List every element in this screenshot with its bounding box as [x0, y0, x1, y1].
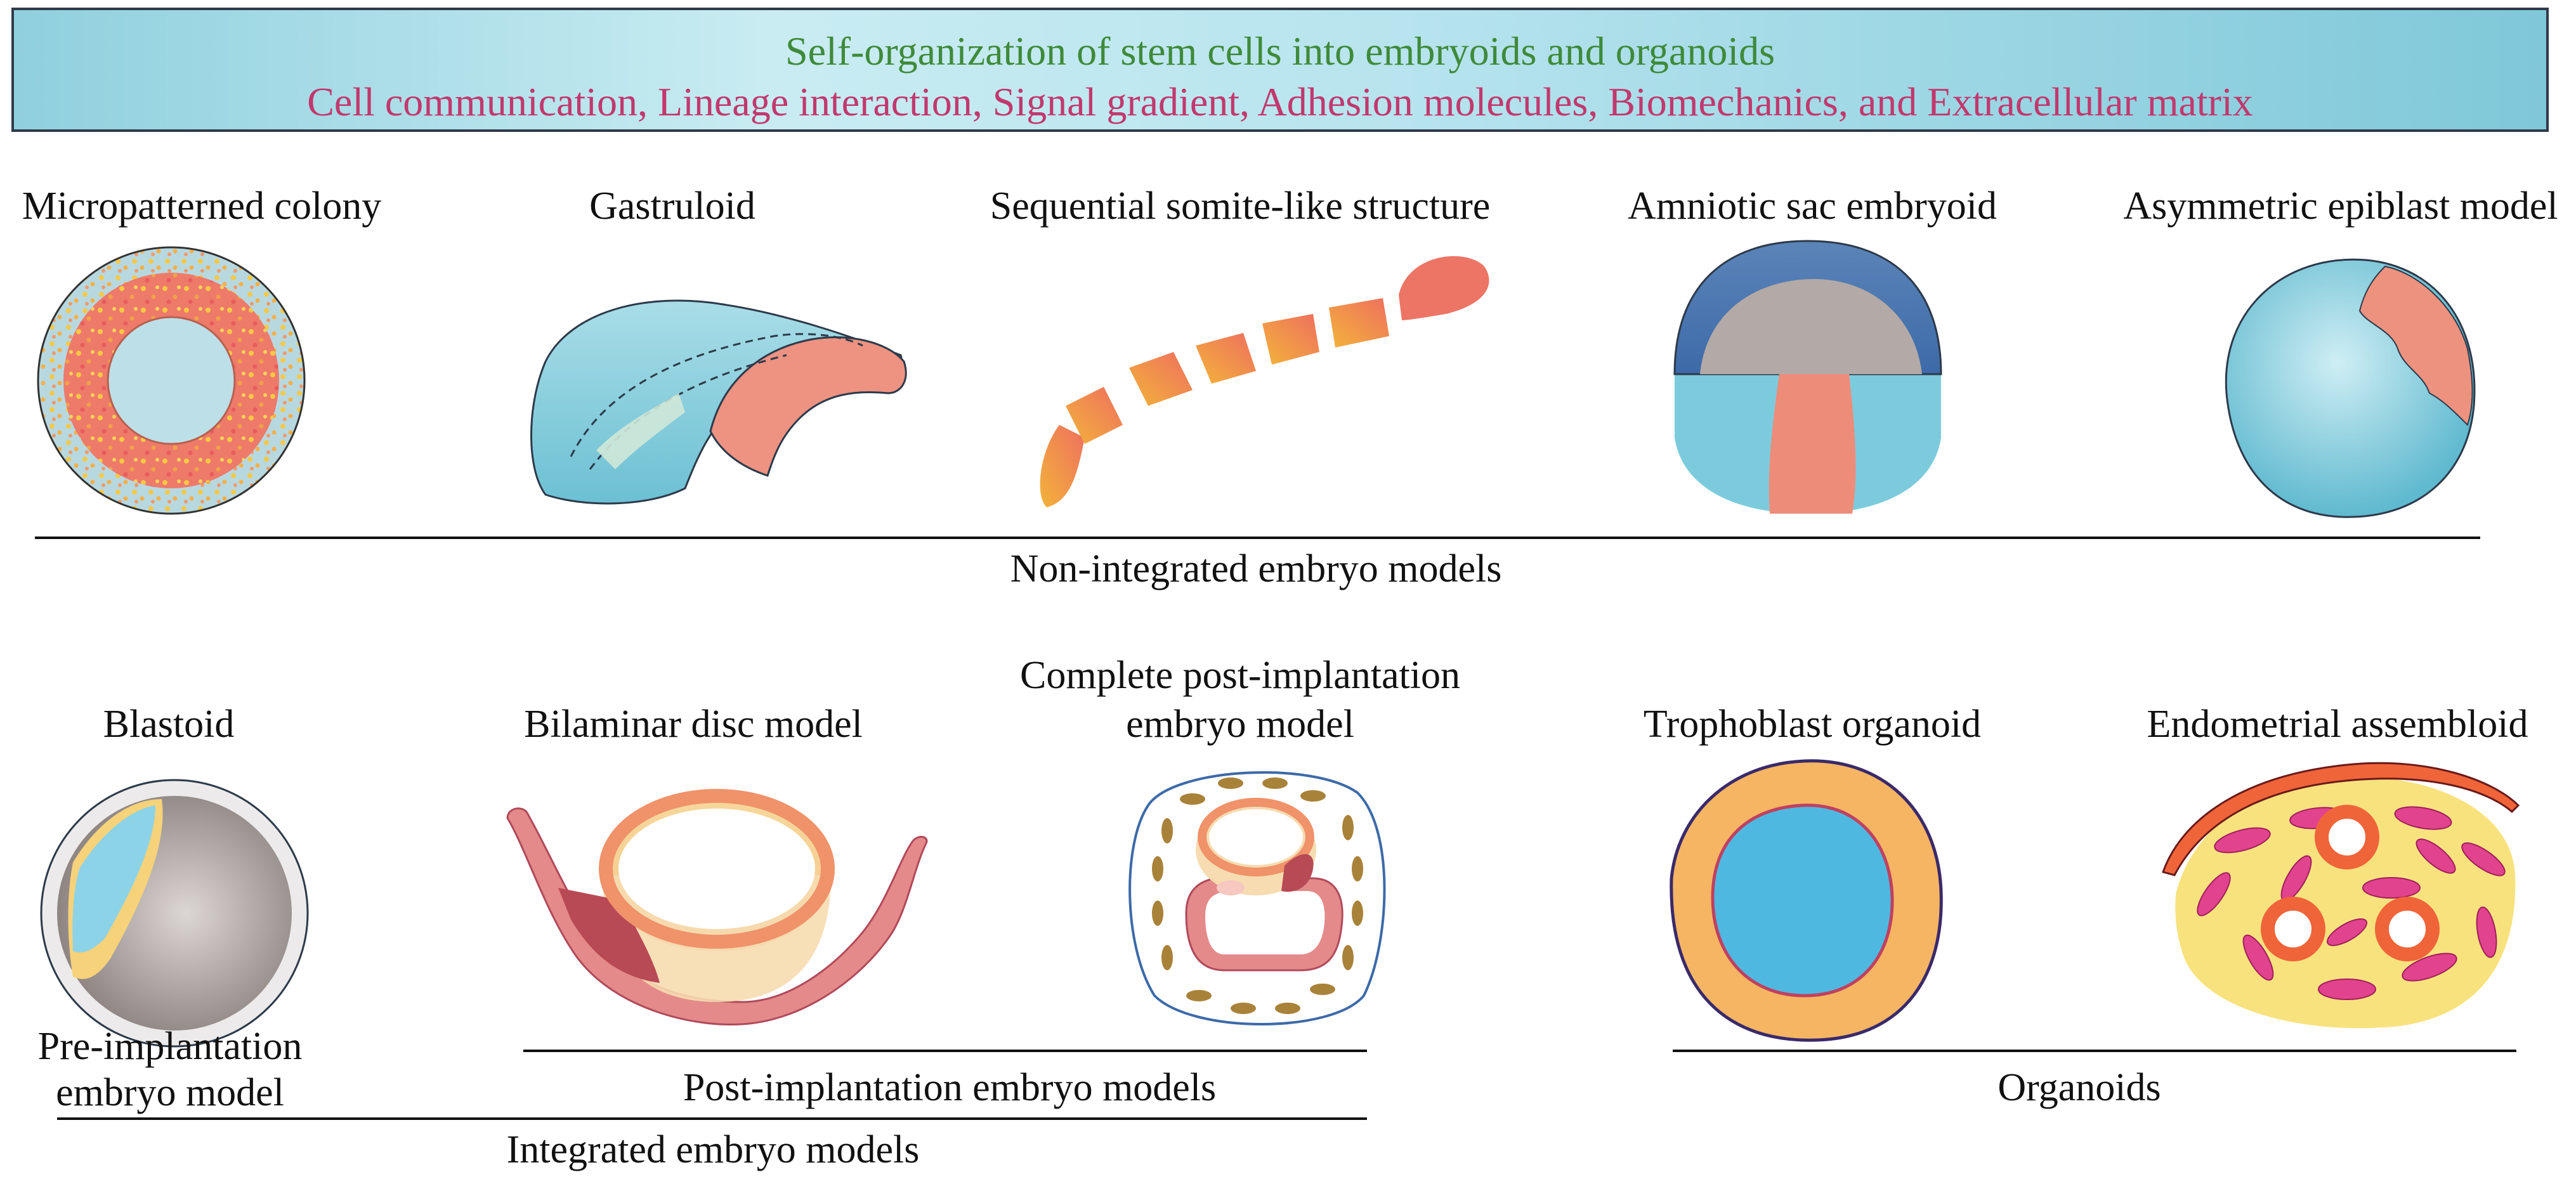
label-endometrial-assembloid: Endometrial assembloid [2147, 703, 2528, 746]
epiblast-model-illustration [2225, 258, 2476, 518]
label-trophoblast-organoid: Trophoblast organoid [1643, 703, 1982, 746]
post-implantation-embryo-illustration [1128, 771, 1386, 1025]
micropatterned-colony-illustration [37, 246, 306, 515]
pre-implantation-label-1: Pre-implantation [37, 1025, 303, 1068]
pre-implantation-label-2: embryo model [56, 1071, 284, 1114]
header-banner: Self-organization of stem cells into emb… [11, 8, 2549, 132]
integrated-group-label: Integrated embryo models [506, 1128, 920, 1171]
label-amniotic-sac-embryoid: Amniotic sac embryoid [1628, 185, 1997, 228]
somite-structure-illustration [1040, 256, 1489, 507]
label-complete-post-implantation-2: embryo model [1126, 703, 1354, 746]
bilaminar-disc-illustration [506, 789, 928, 1026]
non-integrated-divider [35, 537, 2480, 539]
amniotic-sac-illustration [1673, 240, 1942, 514]
post-implantation-group-label: Post-implantation embryo models [683, 1066, 1217, 1109]
label-complete-post-implantation-1: Complete post-implantation [1020, 654, 1460, 697]
label-blastoid: Blastoid [103, 703, 235, 746]
label-gastruloid: Gastruloid [589, 185, 755, 228]
gastruloid-illustration [530, 299, 907, 505]
trophoblast-organoid-illustration [1670, 759, 1943, 1042]
label-bilaminar-disc: Bilaminar disc model [524, 703, 863, 746]
post-implantation-divider [523, 1050, 1367, 1052]
endometrial-assembloid-illustration [2162, 762, 2520, 1029]
integrated-divider [57, 1117, 1367, 1120]
organoids-divider [1673, 1050, 2516, 1052]
label-somite-structure: Sequential somite-like structure [990, 185, 1491, 228]
blastoid-illustration [40, 779, 309, 1048]
banner-factors: Cell communication, Lineage interaction,… [307, 79, 2253, 124]
banner-title: Self-organization of stem cells into emb… [785, 29, 1775, 74]
label-asymmetric-epiblast: Asymmetric epiblast model [2123, 185, 2558, 228]
non-integrated-group-label: Non-integrated embryo models [1010, 547, 1502, 590]
label-micropatterned-colony: Micropatterned colony [22, 185, 382, 228]
organoids-group-label: Organoids [1997, 1066, 2161, 1109]
